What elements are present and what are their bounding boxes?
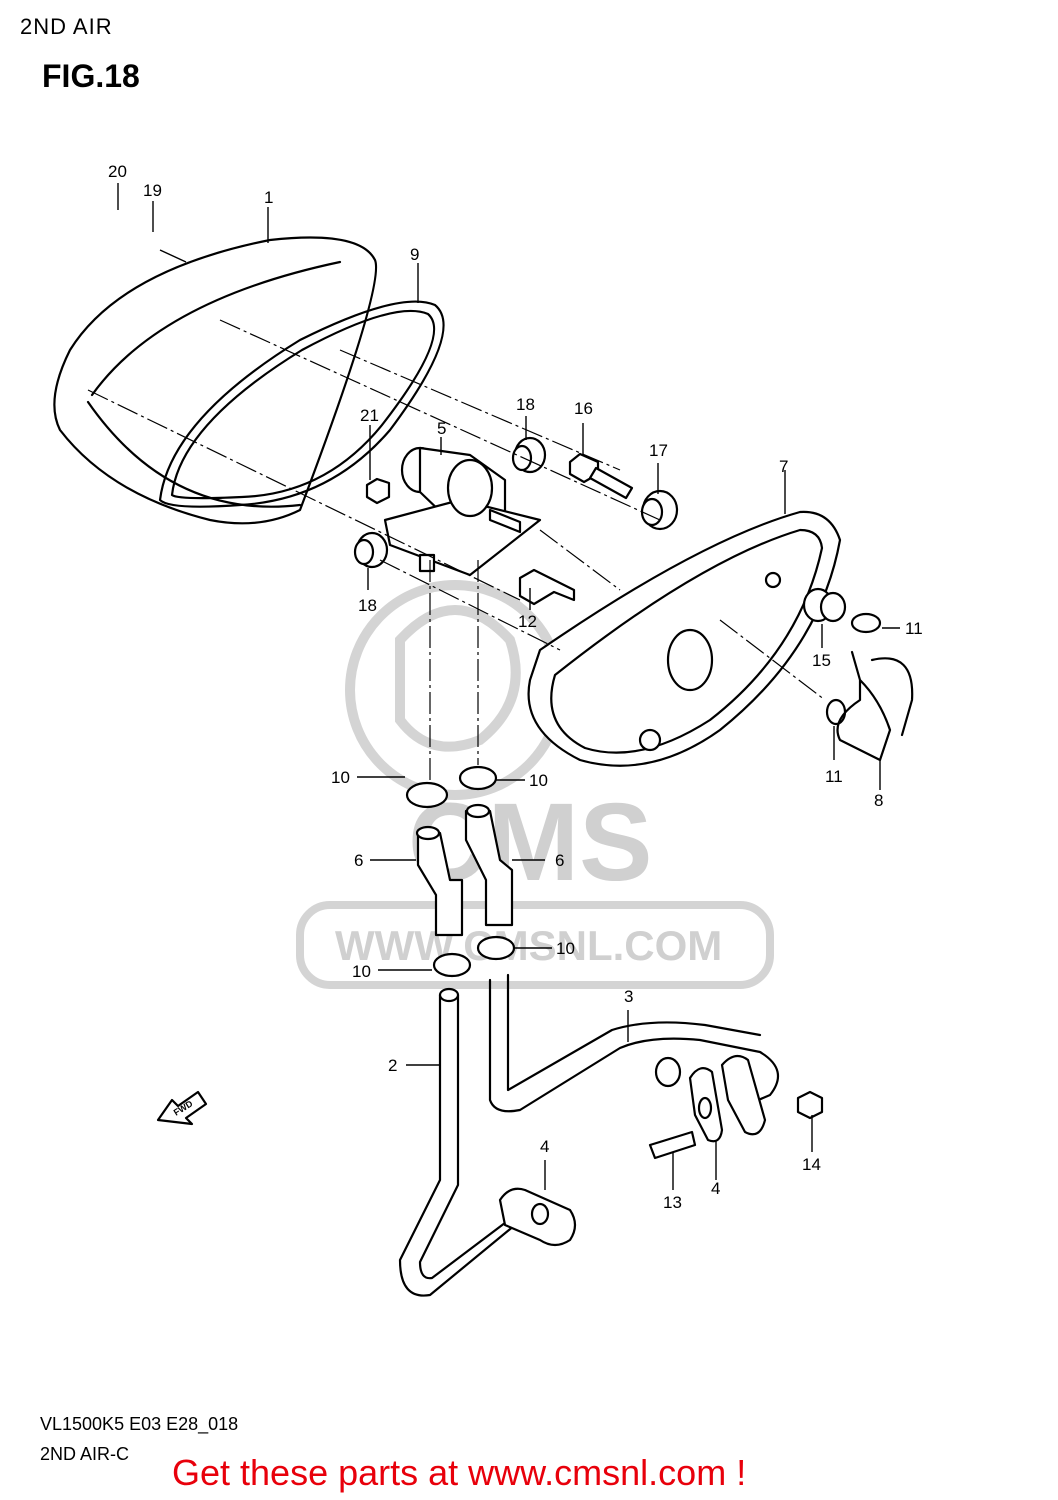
fwd-arrow-icon: FWD	[156, 1090, 208, 1126]
part-13-stud	[648, 1130, 697, 1160]
part-15-cap	[802, 587, 847, 623]
part-3-pipe	[488, 973, 780, 1113]
part-7-plate	[527, 510, 842, 767]
callout-10-c: 10	[556, 939, 575, 958]
callout-12: 12	[518, 612, 537, 631]
promo-link[interactable]: Get these parts at www.cmsnl.com !	[172, 1452, 747, 1493]
callout-1: 1	[264, 188, 273, 207]
watermark-url: WWW.CMSNL.COM	[335, 922, 722, 969]
part-8-hose	[836, 650, 914, 762]
part-10-clamp-d	[476, 935, 516, 961]
callout-2: 2	[388, 1056, 397, 1075]
part-9-gasket	[158, 300, 445, 508]
callout-14: 14	[802, 1155, 821, 1174]
callout-10-a: 10	[331, 768, 350, 787]
part-2-pipe	[398, 987, 524, 1297]
part-10-clamp-c	[432, 952, 472, 978]
callout-13: 13	[663, 1193, 682, 1212]
part-10-clamp-b	[458, 765, 498, 791]
callout-labels: 20 19 1 9 21 5 18 16 17 7 18 12 15 11 11…	[108, 162, 923, 1212]
model-code: VL1500K5 E03 E28_018	[40, 1414, 239, 1434]
part-4-gasket-lower	[498, 1187, 577, 1247]
part-21-nut	[365, 477, 391, 505]
diagram-code: 2ND AIR-C	[40, 1444, 130, 1464]
part-4-gasket-upper	[688, 1054, 767, 1143]
part-16-bolt	[568, 452, 634, 500]
callout-18-lower: 18	[358, 596, 377, 615]
part-14-nut	[796, 1090, 824, 1120]
callout-3: 3	[624, 987, 633, 1006]
callout-10-b: 10	[529, 771, 548, 790]
callout-6-left: 6	[354, 851, 363, 870]
callout-4-lower: 4	[540, 1137, 549, 1156]
callout-18-upper: 18	[516, 395, 535, 414]
callout-7: 7	[779, 457, 788, 476]
part-11-clip-lower	[825, 698, 847, 726]
callout-21: 21	[360, 406, 379, 425]
callout-15: 15	[812, 651, 831, 670]
part-5-reed-valve	[383, 446, 542, 577]
section-title: 2ND AIR	[20, 14, 113, 39]
watermark-logo: CMS WWW.CMSNL.COM	[296, 580, 774, 989]
callout-19: 19	[143, 181, 162, 200]
part-10-clamp-a	[405, 781, 449, 809]
callout-11-lower: 11	[825, 767, 843, 786]
part-1-cover	[53, 236, 378, 525]
figure-label: FIG.18	[42, 58, 140, 94]
leader-lines	[87, 183, 900, 1190]
callout-20: 20	[108, 162, 127, 181]
part-6-hose-right	[464, 803, 514, 927]
callout-5: 5	[437, 419, 446, 438]
callout-17: 17	[649, 441, 668, 460]
callout-4-upper: 4	[711, 1179, 720, 1198]
part-12-fitting	[518, 568, 576, 606]
callout-10-d: 10	[352, 962, 371, 981]
part-17-grommet	[640, 489, 679, 531]
part-6-hose-left	[415, 825, 464, 937]
callout-9: 9	[410, 245, 419, 264]
part-18-grommet-lower	[353, 531, 389, 569]
callout-11-upper: 11	[905, 619, 923, 638]
part-11-clip-upper	[850, 612, 882, 634]
callout-6-right: 6	[555, 851, 564, 870]
part-18-grommet-upper	[511, 436, 547, 474]
callout-16: 16	[574, 399, 593, 418]
callout-8: 8	[874, 791, 883, 810]
